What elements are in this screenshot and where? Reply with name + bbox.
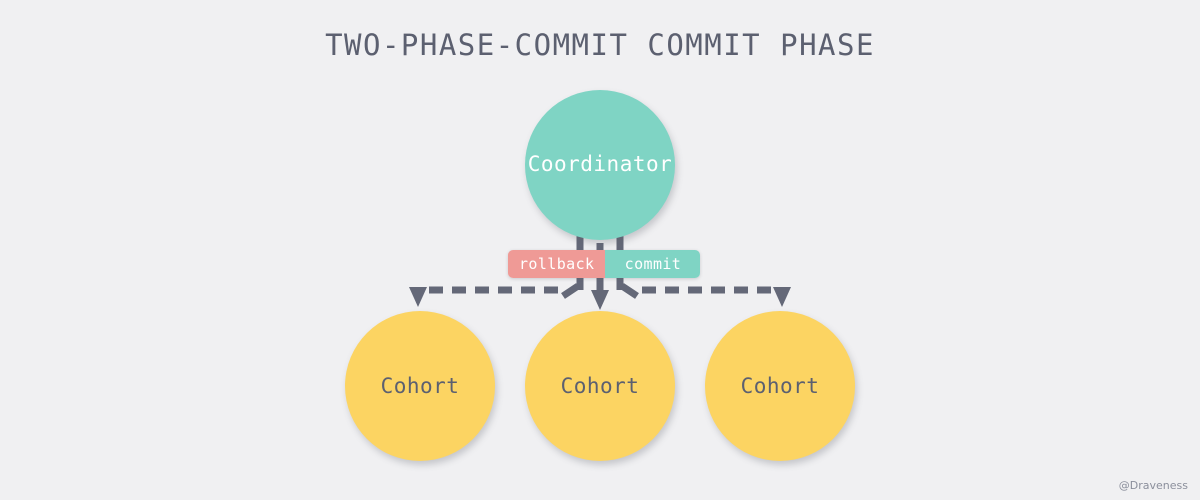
arrowhead-cohort-3 (773, 287, 791, 307)
arrowhead-cohort-1 (409, 287, 427, 307)
edge-elbow-right (620, 283, 639, 299)
page-title: TWO-PHASE-COMMIT COMMIT PHASE (325, 28, 875, 62)
node-cohort-2[interactable]: Cohort (525, 311, 675, 461)
edge-elbow-left (561, 283, 580, 299)
node-cohort-2-label: Cohort (560, 374, 640, 398)
node-cohort-1[interactable]: Cohort (345, 311, 495, 461)
node-coordinator[interactable]: Coordinator (525, 90, 675, 240)
decision-segment-commit[interactable]: commit (605, 250, 701, 278)
decision-segment-rollback[interactable]: rollback (508, 250, 606, 278)
arrowhead-cohort-2 (591, 290, 609, 310)
node-cohort-1-label: Cohort (380, 374, 460, 398)
node-cohort-3[interactable]: Cohort (705, 311, 855, 461)
node-coordinator-label: Coordinator (527, 152, 673, 176)
watermark: @Draveness (1118, 479, 1188, 492)
node-cohort-3-label: Cohort (740, 374, 820, 398)
decision-label[interactable]: rollback commit (508, 250, 701, 278)
